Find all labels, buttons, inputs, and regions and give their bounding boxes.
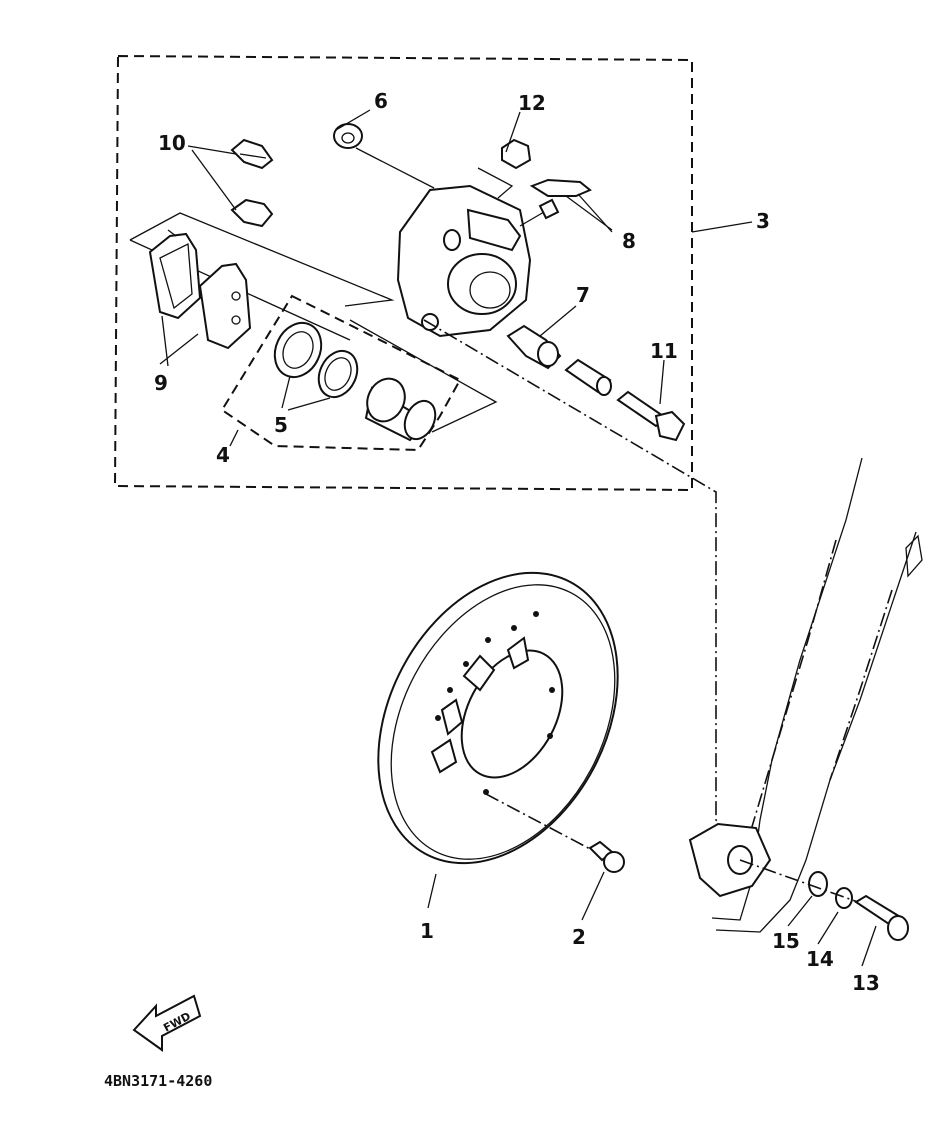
leader-axle — [739, 859, 859, 903]
callout-2: 2 — [572, 925, 586, 949]
leader-bleed-cap — [477, 167, 514, 199]
washer-14 — [835, 887, 853, 909]
callout-9: 9 — [154, 371, 168, 395]
piston-plane-outline — [349, 319, 498, 433]
brake-pad-outer — [198, 262, 252, 350]
callout-5: 5 — [274, 413, 288, 437]
callout-6: 6 — [374, 89, 388, 113]
fwd-arrow-icon: FWD — [132, 994, 202, 1052]
part-code: 4BN3171-4260 — [104, 1072, 212, 1090]
bleed-screw — [519, 178, 592, 227]
callout-14: 14 — [806, 947, 834, 971]
bleed-cap — [501, 138, 532, 170]
callout-1: 1 — [420, 919, 434, 943]
brake-pad-inner — [148, 229, 202, 320]
front-fork — [688, 457, 923, 933]
callout-11: 11 — [650, 339, 678, 363]
callout-12: 12 — [518, 91, 546, 115]
washer-15 — [808, 871, 828, 897]
caliper-piston — [364, 377, 437, 442]
caliper-bolt — [616, 390, 686, 442]
leader-disc-bolt — [485, 793, 593, 851]
axle-bolt — [854, 894, 909, 941]
callout-10: 10 — [158, 131, 186, 155]
piston-seal — [273, 321, 323, 379]
callout-8: 8 — [622, 229, 636, 253]
caliper-cap — [333, 123, 363, 149]
caliper-body — [396, 184, 532, 338]
leader-cap — [355, 147, 435, 189]
slide-pin — [564, 358, 612, 396]
pad-spring-clips — [230, 138, 274, 228]
disc-bolt — [588, 840, 625, 873]
dust-seal — [317, 349, 359, 399]
callout-15: 15 — [772, 929, 800, 953]
callout-3: 3 — [756, 209, 770, 233]
callout-4: 4 — [216, 443, 230, 467]
callout-7: 7 — [576, 283, 590, 307]
callout-leaders — [159, 109, 877, 967]
slide-pin-boot — [506, 324, 562, 370]
brake-disc — [377, 571, 619, 865]
callout-13: 13 — [852, 971, 880, 995]
